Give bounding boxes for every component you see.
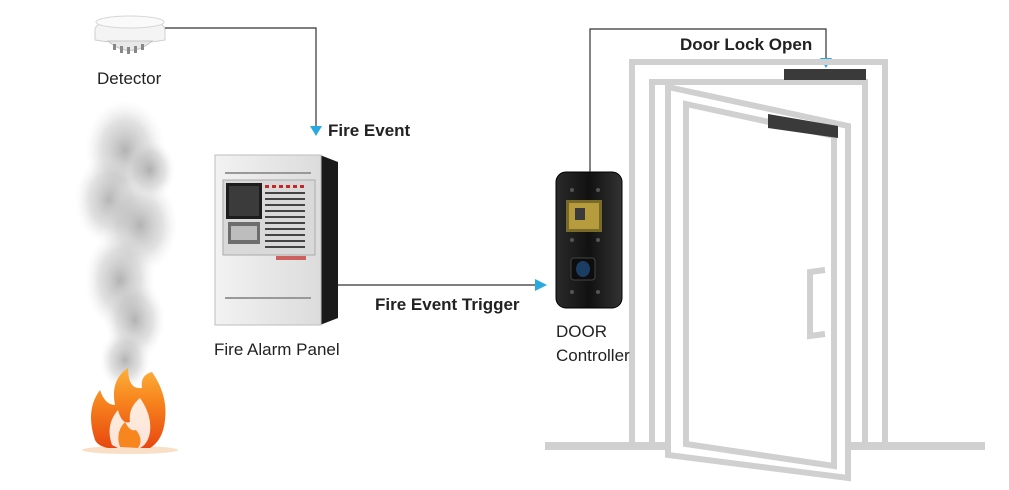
flame-icon — [82, 368, 178, 454]
fire-alarm-panel-icon — [214, 154, 338, 326]
door-controller-label-line2: Controller — [556, 346, 630, 365]
door-controller-label-line1: DOOR — [556, 322, 607, 341]
door-icon — [545, 59, 985, 482]
fire-event-label: Fire Event — [328, 121, 411, 140]
detector-label: Detector — [97, 69, 162, 88]
fire-alarm-panel-label: Fire Alarm Panel — [214, 340, 340, 359]
smoke-cloud-icon — [75, 100, 178, 390]
smoke-detector-icon — [94, 15, 166, 54]
fire-event-arrow-icon — [310, 126, 322, 136]
fire-event-trigger-label: Fire Event Trigger — [375, 295, 520, 314]
detector-to-panel-line — [165, 27, 317, 128]
door-controller-icon — [555, 171, 623, 309]
door-lock-open-label: Door Lock Open — [680, 35, 813, 54]
controller-to-lock-line — [589, 28, 827, 172]
fire-event-trigger-arrow-icon — [535, 279, 547, 291]
